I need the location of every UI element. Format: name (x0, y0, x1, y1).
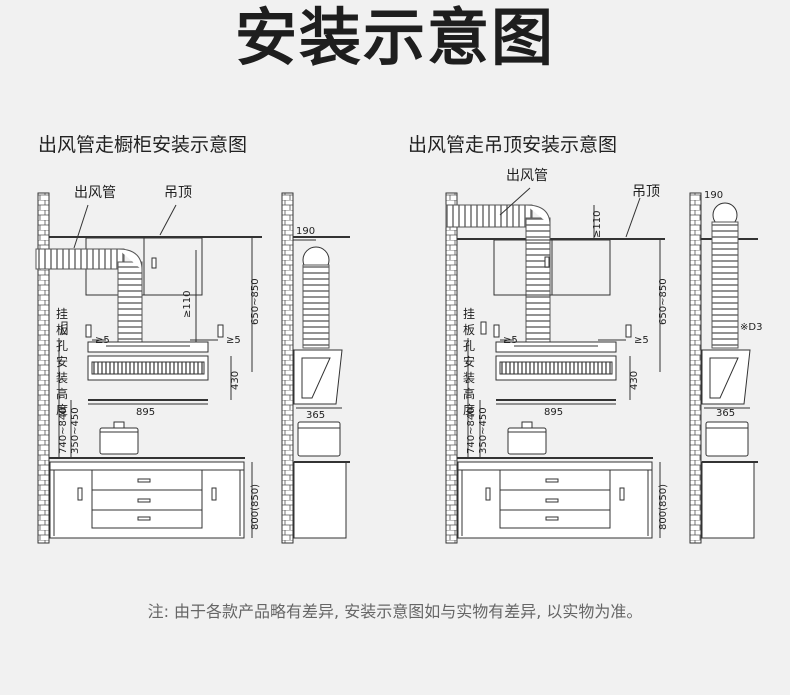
footnote: 注: 由于各款产品略有差异, 安装示意图如与实物有差异, 以实物为准。 (147, 602, 643, 621)
left-dim-740-840: 740~840 (58, 407, 69, 454)
right-dim-740-840: 740~840 (466, 407, 477, 454)
left-dim-650-850: 650~850 (250, 278, 261, 325)
left-duct-horizontal (35, 248, 125, 270)
svg-text:板: 板 (56, 323, 68, 337)
left-diagram-title: 出风管走橱柜安装示意图 (38, 134, 248, 156)
svg-text:装: 装 (463, 371, 475, 385)
svg-text:高: 高 (463, 386, 475, 401)
left-dim-800: 800(850) (250, 484, 261, 530)
svg-text:挂: 挂 (463, 307, 475, 321)
svg-text:孔: 孔 (463, 339, 475, 353)
right-dim-ge5-right: ≥5 (634, 335, 649, 346)
left-wall (37, 192, 50, 544)
right-dim-365: 365 (716, 408, 735, 419)
right-ceiling-label: 吊顶 (632, 184, 660, 200)
left-duct-label: 出风管 (74, 185, 116, 201)
svg-text:板: 板 (463, 323, 475, 337)
left-duct-vertical (117, 261, 143, 343)
left-dim-430: 430 (230, 371, 241, 390)
right-side-view (689, 192, 758, 544)
left-diagram (35, 192, 262, 544)
right-diagram (445, 187, 665, 544)
left-dim-365: 365 (306, 410, 325, 421)
left-dim-190: 190 (296, 226, 315, 237)
svg-text:度: 度 (56, 402, 68, 417)
right-diagram-title: 出风管走吊顶安装示意图 (408, 134, 618, 156)
left-dim-ge5-right: ≥5 (226, 335, 241, 346)
left-dim-895: 895 (136, 407, 155, 418)
left-ceiling-label: 吊顶 (164, 185, 192, 201)
svg-text:挂: 挂 (56, 307, 68, 321)
right-dim-895: 895 (544, 407, 563, 418)
right-dim-ge5-left: ≥5 (503, 335, 518, 346)
right-dim-ge110: ≥110 (592, 211, 603, 238)
left-dim-ge110: ≥110 (182, 291, 193, 318)
left-mount-height-label: 挂 板 孔 安 装 高 度 (56, 307, 68, 417)
svg-text:安: 安 (463, 354, 475, 369)
svg-text:装: 装 (56, 371, 68, 385)
right-mount-height-label: 挂 板 孔 安 装 高 度 (463, 307, 475, 417)
page-title: 安装示意图 (234, 1, 555, 74)
svg-text:孔: 孔 (56, 339, 68, 353)
right-dim-800: 800(850) (658, 484, 669, 530)
right-duct-label: 出风管 (506, 168, 548, 184)
svg-text:安: 安 (56, 354, 68, 369)
right-dim-650-850: 650~850 (658, 278, 669, 325)
svg-text:高: 高 (56, 386, 68, 401)
left-dim-350-450: 350~450 (70, 407, 81, 454)
right-dim-d3: ※D3 (740, 322, 762, 333)
right-dim-430: 430 (629, 371, 640, 390)
right-dim-190: 190 (704, 190, 723, 201)
left-side-view (281, 192, 350, 544)
svg-text:度: 度 (463, 402, 475, 417)
left-dim-ge5-left: ≥5 (95, 335, 110, 346)
right-dim-350-450: 350~450 (478, 407, 489, 454)
